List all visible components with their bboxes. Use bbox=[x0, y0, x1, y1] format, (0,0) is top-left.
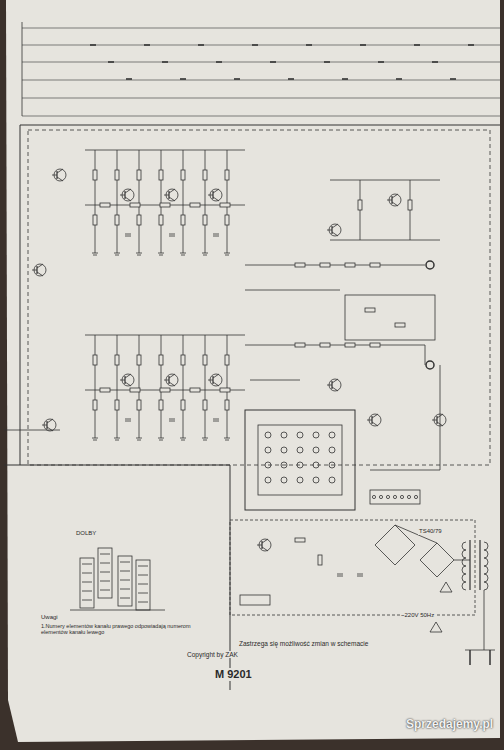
schematic-label: Uwagi bbox=[40, 614, 59, 621]
schematic-label: TS40/79 bbox=[418, 528, 443, 535]
schematic-label: Zastrzega się możliwość zmian w schemaci… bbox=[238, 640, 369, 647]
schematic-label: DOLBY bbox=[75, 530, 97, 537]
drawing-number: M 9201 bbox=[214, 668, 253, 681]
watermark: Sprzedajemy.pl bbox=[405, 718, 494, 732]
schematic-label: 1.Numery elementów kanału prawego odpowi… bbox=[40, 623, 192, 636]
schematic-label: ~220V 50Hz bbox=[400, 612, 435, 619]
schematic-label: Copyright by ZAK bbox=[186, 651, 239, 658]
